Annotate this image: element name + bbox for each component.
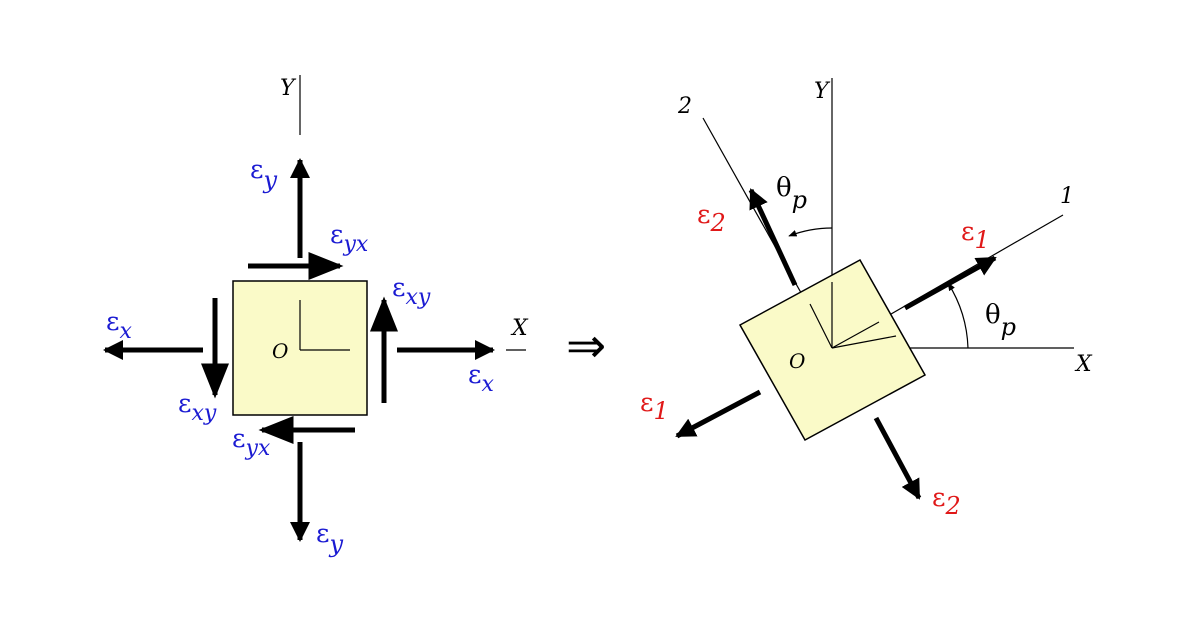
principal-element: [738, 258, 927, 442]
original-element-diagram: Y O X εy εyx εxy εx εx: [103, 75, 529, 558]
theta-right-symbol: θ: [985, 300, 1001, 330]
eps-1-lower-arrow: [675, 389, 762, 439]
theta-top-label: θp: [776, 173, 807, 214]
eps-2-upper-arrow: [748, 188, 798, 287]
eps-1-upper-arrow: [903, 255, 997, 311]
eps-1-lower-symbol: ε: [640, 388, 653, 418]
eps-2-lower-label: ε2: [932, 483, 961, 520]
right-x-axis-label: X: [1074, 352, 1093, 377]
eps-x-right-symbol: ε: [468, 360, 481, 390]
eps-1-upper-subscript: 1: [974, 226, 989, 254]
eps-yx-bottom-label: εyx: [232, 424, 271, 461]
eps-1-lower-label: ε1: [640, 388, 669, 425]
implies-arrow: ⇒: [566, 318, 606, 374]
eps-2-lower-symbol: ε: [932, 483, 945, 513]
principal-axis-1-label: 1: [1060, 184, 1074, 209]
right-origin-label: O: [789, 349, 805, 373]
right-local-x-axis: [831, 335, 897, 349]
eps-yx-bottom-subscript: yx: [244, 436, 270, 461]
eps-xy-left-symbol: ε: [178, 389, 191, 419]
left-origin-label: O: [272, 339, 288, 363]
eps-2-upper-label: ε2: [697, 200, 726, 237]
eps-x-left-symbol: ε: [106, 307, 119, 337]
eps-x-left-subscript: x: [119, 319, 132, 344]
eps-yx-top-symbol: ε: [330, 220, 343, 250]
theta-top-symbol: θ: [776, 173, 792, 203]
eps-x-right-subscript: x: [481, 372, 494, 397]
eps-y-top-symbol: ε: [250, 155, 263, 185]
eps-yx-bottom-symbol: ε: [232, 424, 245, 454]
eps-1-lower-subscript: 1: [653, 397, 668, 425]
theta-arc-top: [788, 227, 833, 237]
eps-x-left-label: εx: [106, 307, 132, 344]
eps-2-upper-subscript: 2: [709, 209, 725, 237]
left-y-axis-label: Y: [280, 76, 297, 101]
eps-1-upper-symbol: ε: [961, 217, 974, 247]
eps-x-right-label: εx: [468, 360, 494, 397]
eps-y-top-subscript: y: [262, 166, 277, 194]
eps-y-top-label: εy: [250, 155, 277, 194]
eps-yx-top-subscript: yx: [342, 232, 368, 257]
right-local-axis-1: [831, 321, 880, 349]
right-y-axis-label: Y: [814, 79, 831, 104]
eps-1-upper-label: ε1: [961, 217, 990, 254]
eps-2-lower-subscript: 2: [944, 492, 960, 520]
eps-xy-right-subscript: xy: [405, 285, 430, 310]
principal-element-diagram: Y X 2 1 O θp θp ε2: [640, 78, 1093, 520]
right-local-axis-2: [809, 303, 833, 349]
eps-y-bottom-symbol: ε: [316, 519, 329, 549]
principal-axis-2-label: 2: [677, 94, 692, 119]
theta-arc-right: [947, 282, 969, 349]
eps-y-bottom-label: εy: [316, 519, 343, 558]
theta-right-label: θp: [985, 300, 1016, 341]
eps-xy-left-label: εxy: [178, 389, 217, 426]
theta-right-subscript: p: [1001, 313, 1016, 341]
eps-xy-left-subscript: xy: [191, 401, 216, 426]
eps-y-bottom-subscript: y: [328, 530, 343, 558]
eps-xy-right-label: εxy: [392, 273, 431, 310]
eps-yx-top-label: εyx: [330, 220, 369, 257]
eps-xy-right-symbol: ε: [392, 273, 405, 303]
left-x-axis-label: X: [510, 316, 529, 341]
theta-top-subscript: p: [792, 186, 807, 214]
eps-2-lower-arrow: [873, 416, 922, 500]
eps-2-upper-symbol: ε: [697, 200, 710, 230]
